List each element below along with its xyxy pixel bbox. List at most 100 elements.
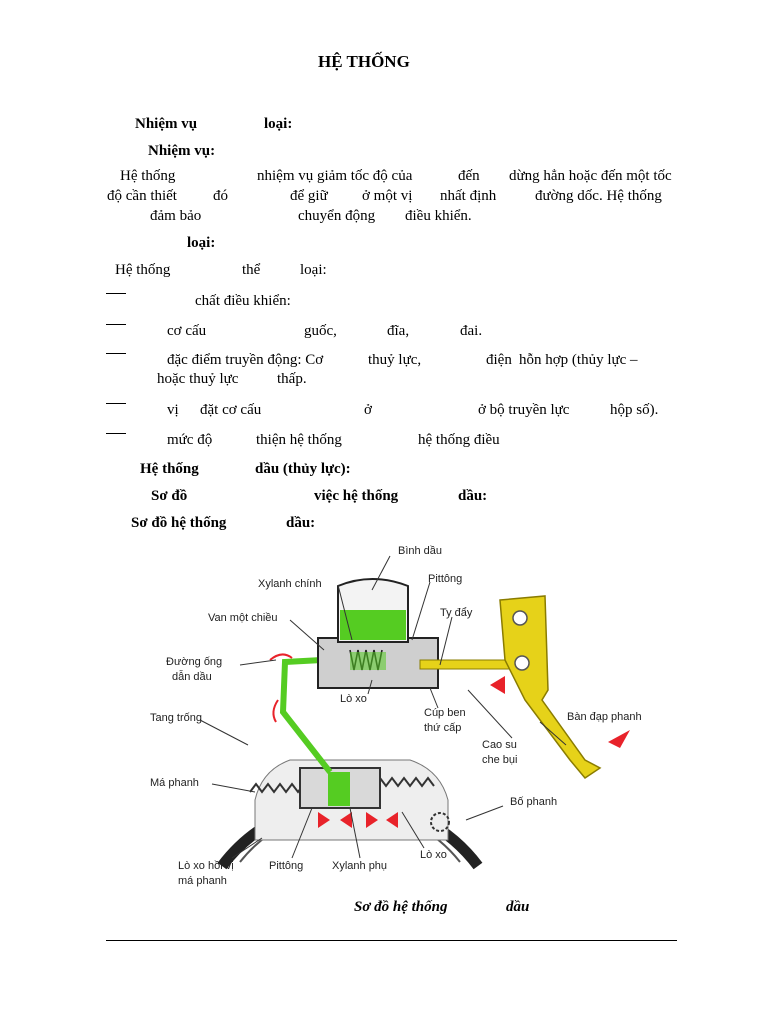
oil-line <box>279 657 333 774</box>
label-duong-ong: Đường ống <box>166 656 222 668</box>
reservoir-oil <box>340 610 406 640</box>
bullet3b-b: thấp. <box>277 371 307 387</box>
return-spring-left <box>249 782 311 794</box>
label-van-mot-chieu: Van một chiều <box>208 612 278 624</box>
red-arrow <box>386 812 398 828</box>
flow-arrow <box>269 653 293 661</box>
bullet4-e: hộp số). <box>610 402 659 418</box>
red-arrow <box>490 676 505 694</box>
label-pittong-bottom: Pittông <box>269 860 303 872</box>
bullet3-c: điện <box>486 352 512 368</box>
para1-l1-c: đến <box>458 168 480 184</box>
leader-lines <box>199 555 567 859</box>
para1-l3-b: chuyển động <box>298 208 376 224</box>
bullet1-a: chất điều khiển: <box>195 293 291 309</box>
heading-phan-loai: loại: <box>187 235 216 251</box>
master-cylinder-body <box>317 637 439 689</box>
label-cao-su: Cao su <box>482 739 517 751</box>
red-arrow <box>366 812 378 828</box>
para1-l3-a: đảm bảo <box>150 208 202 224</box>
para1-l2-d: ở một vị <box>362 188 413 204</box>
para1-l3-c: điều khiển. <box>405 208 472 224</box>
red-arrow <box>608 730 630 748</box>
bullet5-a: mức độ <box>167 432 213 448</box>
bullet3-b: thuỷ lực, <box>368 352 422 368</box>
intro-b: thể <box>242 262 261 278</box>
heading-nhiem-vu: Nhiệm vụ: <box>148 143 216 159</box>
push-rod <box>419 659 513 670</box>
label-thu-cap: thứ cấp <box>424 722 461 734</box>
brake-drum <box>217 796 483 870</box>
bullet-dash <box>106 293 126 294</box>
label-ty-day: Ty đẩy <box>440 607 473 619</box>
oil-reservoir <box>337 578 409 643</box>
label-binh-dau: Bình dầu <box>398 545 442 557</box>
intro-c: loại: <box>300 262 327 278</box>
pedal-rod-joint <box>514 655 530 671</box>
brake-pedal <box>499 595 602 779</box>
backing-plate <box>254 759 449 841</box>
master-spring <box>349 649 383 671</box>
label-tang-trong: Tang trống <box>150 712 202 724</box>
label-lo-xo-top: Lò xo <box>340 693 367 705</box>
brake-drum-inner <box>239 807 461 863</box>
bullet2-d: đai. <box>460 323 483 339</box>
bullet3-a: đặc điểm truyền động: Cơ <box>167 352 324 368</box>
para1-l2-e: nhất định <box>440 188 497 204</box>
para1-l1-d: dừng hẳn hoặc đến một tốc <box>509 168 672 184</box>
label-ma-phanh-2: má phanh <box>178 875 227 887</box>
bullet-dash <box>106 353 126 354</box>
bullet4-a: vị <box>167 402 179 418</box>
bullet4-d: ở bộ truyền lực <box>478 402 570 418</box>
heading-so-do-lam-viec-b: việc hệ thống <box>314 488 399 504</box>
heading-so-do-he-thong-a: Sơ đồ hệ thống <box>131 515 227 531</box>
heading-nhiem-vu-phan-loai-a: Nhiệm vụ <box>135 116 198 132</box>
label-lo-xo-bottom: Lò xo <box>420 849 447 861</box>
label-dan-dau: dẫn dầu <box>172 670 212 683</box>
adjuster-wheel <box>430 812 450 832</box>
intro-a: Hệ thống <box>115 262 171 278</box>
page-title: HỆ THỐNG <box>318 52 410 71</box>
label-lo-xo-hoi-vi: Lò xo hồi vị <box>178 860 234 872</box>
heading-he-thong-dau-b: dầu (thủy lực): <box>255 461 351 477</box>
label-bo-phanh: Bố phanh <box>510 796 557 808</box>
label-ban-dap-phanh: Bàn đạp phanh <box>567 711 642 723</box>
diagram-caption-b: dầu <box>506 899 530 915</box>
heading-so-do-lam-viec-a: Sơ đồ <box>151 488 188 504</box>
bullet5-b: thiện hệ thống <box>256 432 342 448</box>
bullet2-b: guốc, <box>304 323 337 339</box>
bottom-rule <box>106 940 677 941</box>
para1-l2-b: đó <box>213 188 228 204</box>
bullet-dash <box>106 324 126 325</box>
flow-arrow <box>272 699 279 723</box>
para1-l1-a: Hệ thống <box>120 168 176 184</box>
bullet-dash <box>106 433 126 434</box>
label-che-bui: che bụi <box>482 754 517 766</box>
return-spring-right <box>373 776 435 788</box>
heading-he-thong-dau-a: Hệ thống <box>140 461 199 477</box>
para1-l2-c: để giữ <box>290 188 328 204</box>
para1-l2-f: đường dốc. Hệ thống <box>535 188 662 204</box>
master-oil-chamber <box>350 652 386 670</box>
para1-l2-a: độ cần thiết <box>107 188 177 204</box>
red-arrow <box>318 812 330 828</box>
wheel-cylinder-oil <box>328 772 350 806</box>
bullet5-c: hệ thống điều <box>418 432 500 448</box>
label-xylanh-chinh: Xylanh chính <box>258 578 322 590</box>
label-ma-phanh: Má phanh <box>150 777 199 789</box>
label-cup-ben: Cúp ben <box>424 707 466 719</box>
bullet2-c: đĩa, <box>387 323 410 339</box>
label-pittong-top: Pittông <box>428 573 462 585</box>
red-arrow <box>340 812 352 828</box>
bullet4-b: đặt cơ cấu <box>200 402 262 418</box>
bullet4-c: ở <box>364 402 372 418</box>
heading-so-do-lam-viec-c: dầu: <box>458 488 488 504</box>
para1-l1-b: nhiệm vụ giảm tốc độ của <box>257 168 413 184</box>
heading-so-do-he-thong-b: dầu: <box>286 515 316 531</box>
label-xylanh-phu: Xylanh phụ <box>332 860 387 872</box>
bullet-dash <box>106 403 126 404</box>
wheel-cylinder-body <box>299 767 381 809</box>
bullet3-d: hỗn hợp (thủy lực – <box>519 352 638 368</box>
bullet2-a: cơ cấu <box>167 323 207 339</box>
